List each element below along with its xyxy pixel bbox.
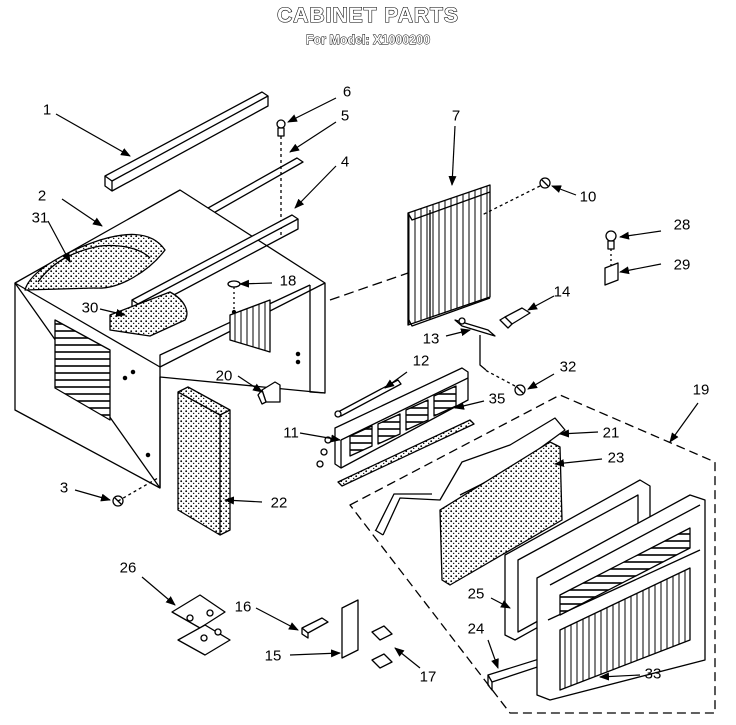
callout-28: 28 (673, 216, 691, 234)
clip-part (604, 249, 619, 286)
callout-25: 25 (467, 585, 485, 603)
callout-1: 1 (42, 101, 52, 119)
coil-guide-line (329, 272, 409, 301)
condenser-coil-part (407, 184, 491, 327)
callout-16: 16 (234, 598, 252, 616)
callout-14: 14 (553, 283, 571, 301)
screw-part (481, 177, 551, 216)
screw-part (605, 230, 617, 250)
mounting-bracket-part (499, 307, 531, 329)
callout-24: 24 (467, 620, 485, 638)
callout-6: 6 (342, 83, 352, 101)
callout-31: 31 (31, 209, 49, 227)
callout-10: 10 (579, 188, 597, 206)
top-insulation-part (24, 233, 166, 291)
callout-17: 17 (419, 668, 437, 686)
callout-12: 12 (412, 352, 430, 370)
callout-5: 5 (340, 107, 350, 125)
seal-strip-part (337, 419, 475, 487)
control-frame-part (316, 367, 469, 469)
callout-22: 22 (270, 494, 288, 512)
knob-part (371, 625, 393, 669)
leader-lines (47, 97, 699, 681)
callout-19: 19 (692, 381, 710, 399)
grommet-part (227, 280, 241, 315)
diagram-title: CABINET PARTS (277, 3, 459, 27)
filter-part (177, 386, 231, 536)
callout-29: 29 (673, 256, 691, 274)
callout-35: 35 (488, 390, 506, 408)
screw-part (276, 119, 286, 235)
terminal-block-part (301, 617, 329, 639)
rod-part (334, 379, 402, 418)
screw-part (484, 369, 526, 396)
mounting-bracket-part (171, 594, 231, 656)
callout-15: 15 (264, 647, 282, 665)
callout-32: 32 (559, 358, 577, 376)
callout-18: 18 (279, 272, 297, 290)
callout-30: 30 (81, 299, 99, 317)
angle-rail-part (131, 214, 299, 315)
callout-2: 2 (37, 187, 47, 205)
callout-20: 20 (215, 367, 233, 385)
callout-21: 21 (602, 424, 620, 442)
callout-11: 11 (283, 424, 299, 442)
diagram-subtitle: For Model: X1000200 (305, 33, 431, 48)
top-rail-part (104, 91, 269, 192)
callout-26: 26 (119, 559, 137, 577)
screw-part (112, 477, 159, 507)
callout-3: 3 (59, 479, 69, 497)
callout-23: 23 (607, 449, 625, 467)
grille-assembly-outline (349, 394, 716, 714)
callout-33: 33 (644, 665, 662, 683)
callout-4: 4 (340, 153, 350, 171)
front-grille-part (536, 494, 706, 701)
clip-part (257, 381, 281, 405)
cabinet-shell (14, 189, 326, 489)
side-insulation-part (109, 291, 188, 337)
callout-7: 7 (451, 107, 461, 125)
air-filter-part (439, 441, 563, 586)
callout-13: 13 (422, 330, 440, 348)
pin-part (454, 317, 496, 371)
mounting-plate-part (341, 599, 359, 659)
